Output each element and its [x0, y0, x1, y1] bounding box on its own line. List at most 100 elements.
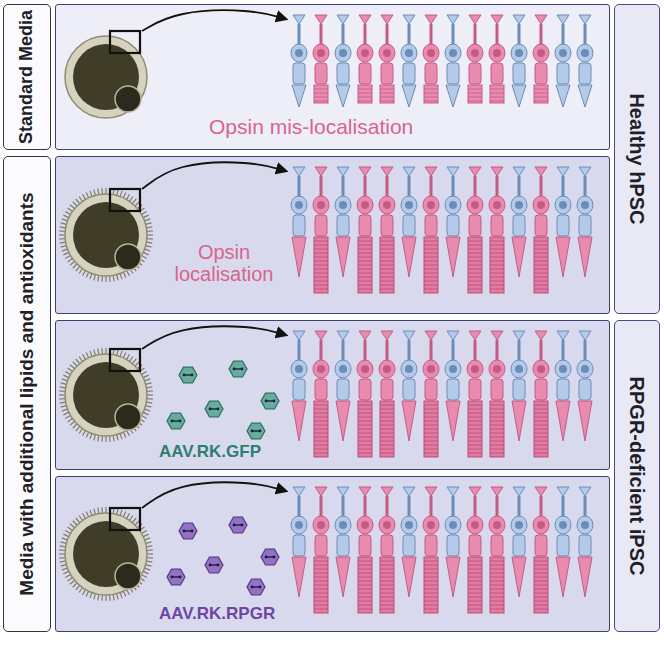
synaptic-terminal	[337, 15, 349, 24]
outer-segment	[468, 401, 482, 457]
disc-stripe	[424, 569, 438, 570]
rod-photoreceptor	[379, 15, 395, 103]
cone-photoreceptor	[555, 487, 571, 597]
outer-segment	[424, 237, 438, 293]
inner-segment	[381, 63, 393, 84]
synaptic-terminal	[315, 167, 327, 176]
disc-stripe	[314, 581, 328, 582]
inner-segment	[403, 379, 415, 400]
cell-body	[467, 196, 483, 214]
aav-particle	[247, 579, 265, 595]
nucleus	[295, 521, 303, 529]
disc-stripe	[490, 273, 504, 274]
outer-segment	[534, 401, 548, 457]
cone-photoreceptor	[335, 167, 351, 277]
disc-stripe	[358, 581, 372, 582]
disc-stripe	[314, 417, 328, 418]
capsid-genome-end	[209, 564, 212, 567]
axon	[298, 340, 301, 361]
synaptic-terminal	[381, 167, 393, 176]
cone-outer-segment	[578, 557, 592, 597]
axon	[540, 340, 543, 361]
cone-photoreceptor	[577, 331, 593, 441]
nucleus	[471, 49, 479, 57]
cell-body	[313, 44, 329, 62]
disc-stripe	[424, 573, 438, 574]
cell-body	[357, 44, 373, 62]
inner-segment	[381, 215, 393, 236]
outer-segment	[534, 237, 548, 293]
rod-photoreceptor	[313, 15, 329, 103]
disc-stripe	[534, 577, 548, 578]
nucleus	[581, 49, 589, 57]
organoid-ring	[65, 36, 147, 118]
aav-particle	[179, 367, 197, 383]
outer-segment	[490, 237, 504, 293]
disc-stripe	[424, 433, 438, 434]
disc-stripe	[380, 565, 394, 566]
photoreceptor-layer	[291, 331, 593, 457]
cell-body	[401, 516, 417, 534]
synaptic-terminal	[381, 15, 393, 24]
nucleus	[515, 365, 523, 373]
disc-stripe	[490, 253, 504, 254]
outer-segment	[358, 401, 372, 457]
nucleus	[361, 49, 369, 57]
inner-segment	[425, 379, 437, 400]
disc-stripe	[534, 605, 548, 606]
axon	[364, 24, 367, 45]
aav-particle	[205, 401, 223, 417]
capsid-genome-end	[191, 374, 194, 377]
nucleus	[317, 521, 325, 529]
aav-particle	[247, 423, 265, 439]
disc-stripe	[424, 609, 438, 610]
zoom-box	[110, 508, 140, 530]
inner-segment	[557, 535, 569, 556]
disc-stripe	[490, 249, 504, 250]
nucleus	[295, 365, 303, 373]
axon	[452, 176, 455, 197]
nucleus	[515, 49, 523, 57]
disc-stripe	[424, 89, 438, 90]
cone-outer-segment	[578, 401, 592, 441]
disc-stripe	[314, 585, 328, 586]
outer-segment	[314, 85, 328, 103]
organoid-ring	[65, 354, 147, 436]
nucleus	[559, 521, 567, 529]
rod-photoreceptor	[489, 487, 505, 613]
panel-illustration	[56, 321, 608, 468]
nucleus	[449, 49, 457, 57]
disc-stripe	[314, 277, 328, 278]
disc-stripe	[468, 449, 482, 450]
zoom-arrow	[142, 482, 286, 508]
capsid-genome-end	[179, 576, 182, 579]
cone-outer-segment	[292, 557, 306, 597]
disc-stripe	[534, 441, 548, 442]
disc-stripe	[314, 449, 328, 450]
capsid	[261, 549, 279, 565]
synaptic-terminal	[315, 487, 327, 496]
disc-stripe	[358, 573, 372, 574]
disc-stripe	[380, 449, 394, 450]
inner-segment	[491, 63, 503, 84]
disc-stripe	[358, 605, 372, 606]
disc-stripe	[380, 409, 394, 410]
disc-stripe	[358, 261, 372, 262]
condition-label: Media with additional lipids and antioxi…	[3, 156, 51, 632]
disc-stripe	[424, 421, 438, 422]
disc-stripe	[424, 405, 438, 406]
cone-outer-segment	[402, 401, 416, 441]
disc-stripe	[358, 269, 372, 270]
nucleus	[383, 201, 391, 209]
axon	[408, 496, 411, 517]
disc-stripe	[380, 249, 394, 250]
cone-outer-segment	[578, 85, 592, 107]
disc-stripe	[314, 273, 328, 274]
cell-body	[445, 44, 461, 62]
disc-stripe	[490, 601, 504, 602]
disc-stripe	[314, 261, 328, 262]
cell-body	[335, 196, 351, 214]
disc-stripe	[424, 441, 438, 442]
nucleus	[317, 365, 325, 373]
